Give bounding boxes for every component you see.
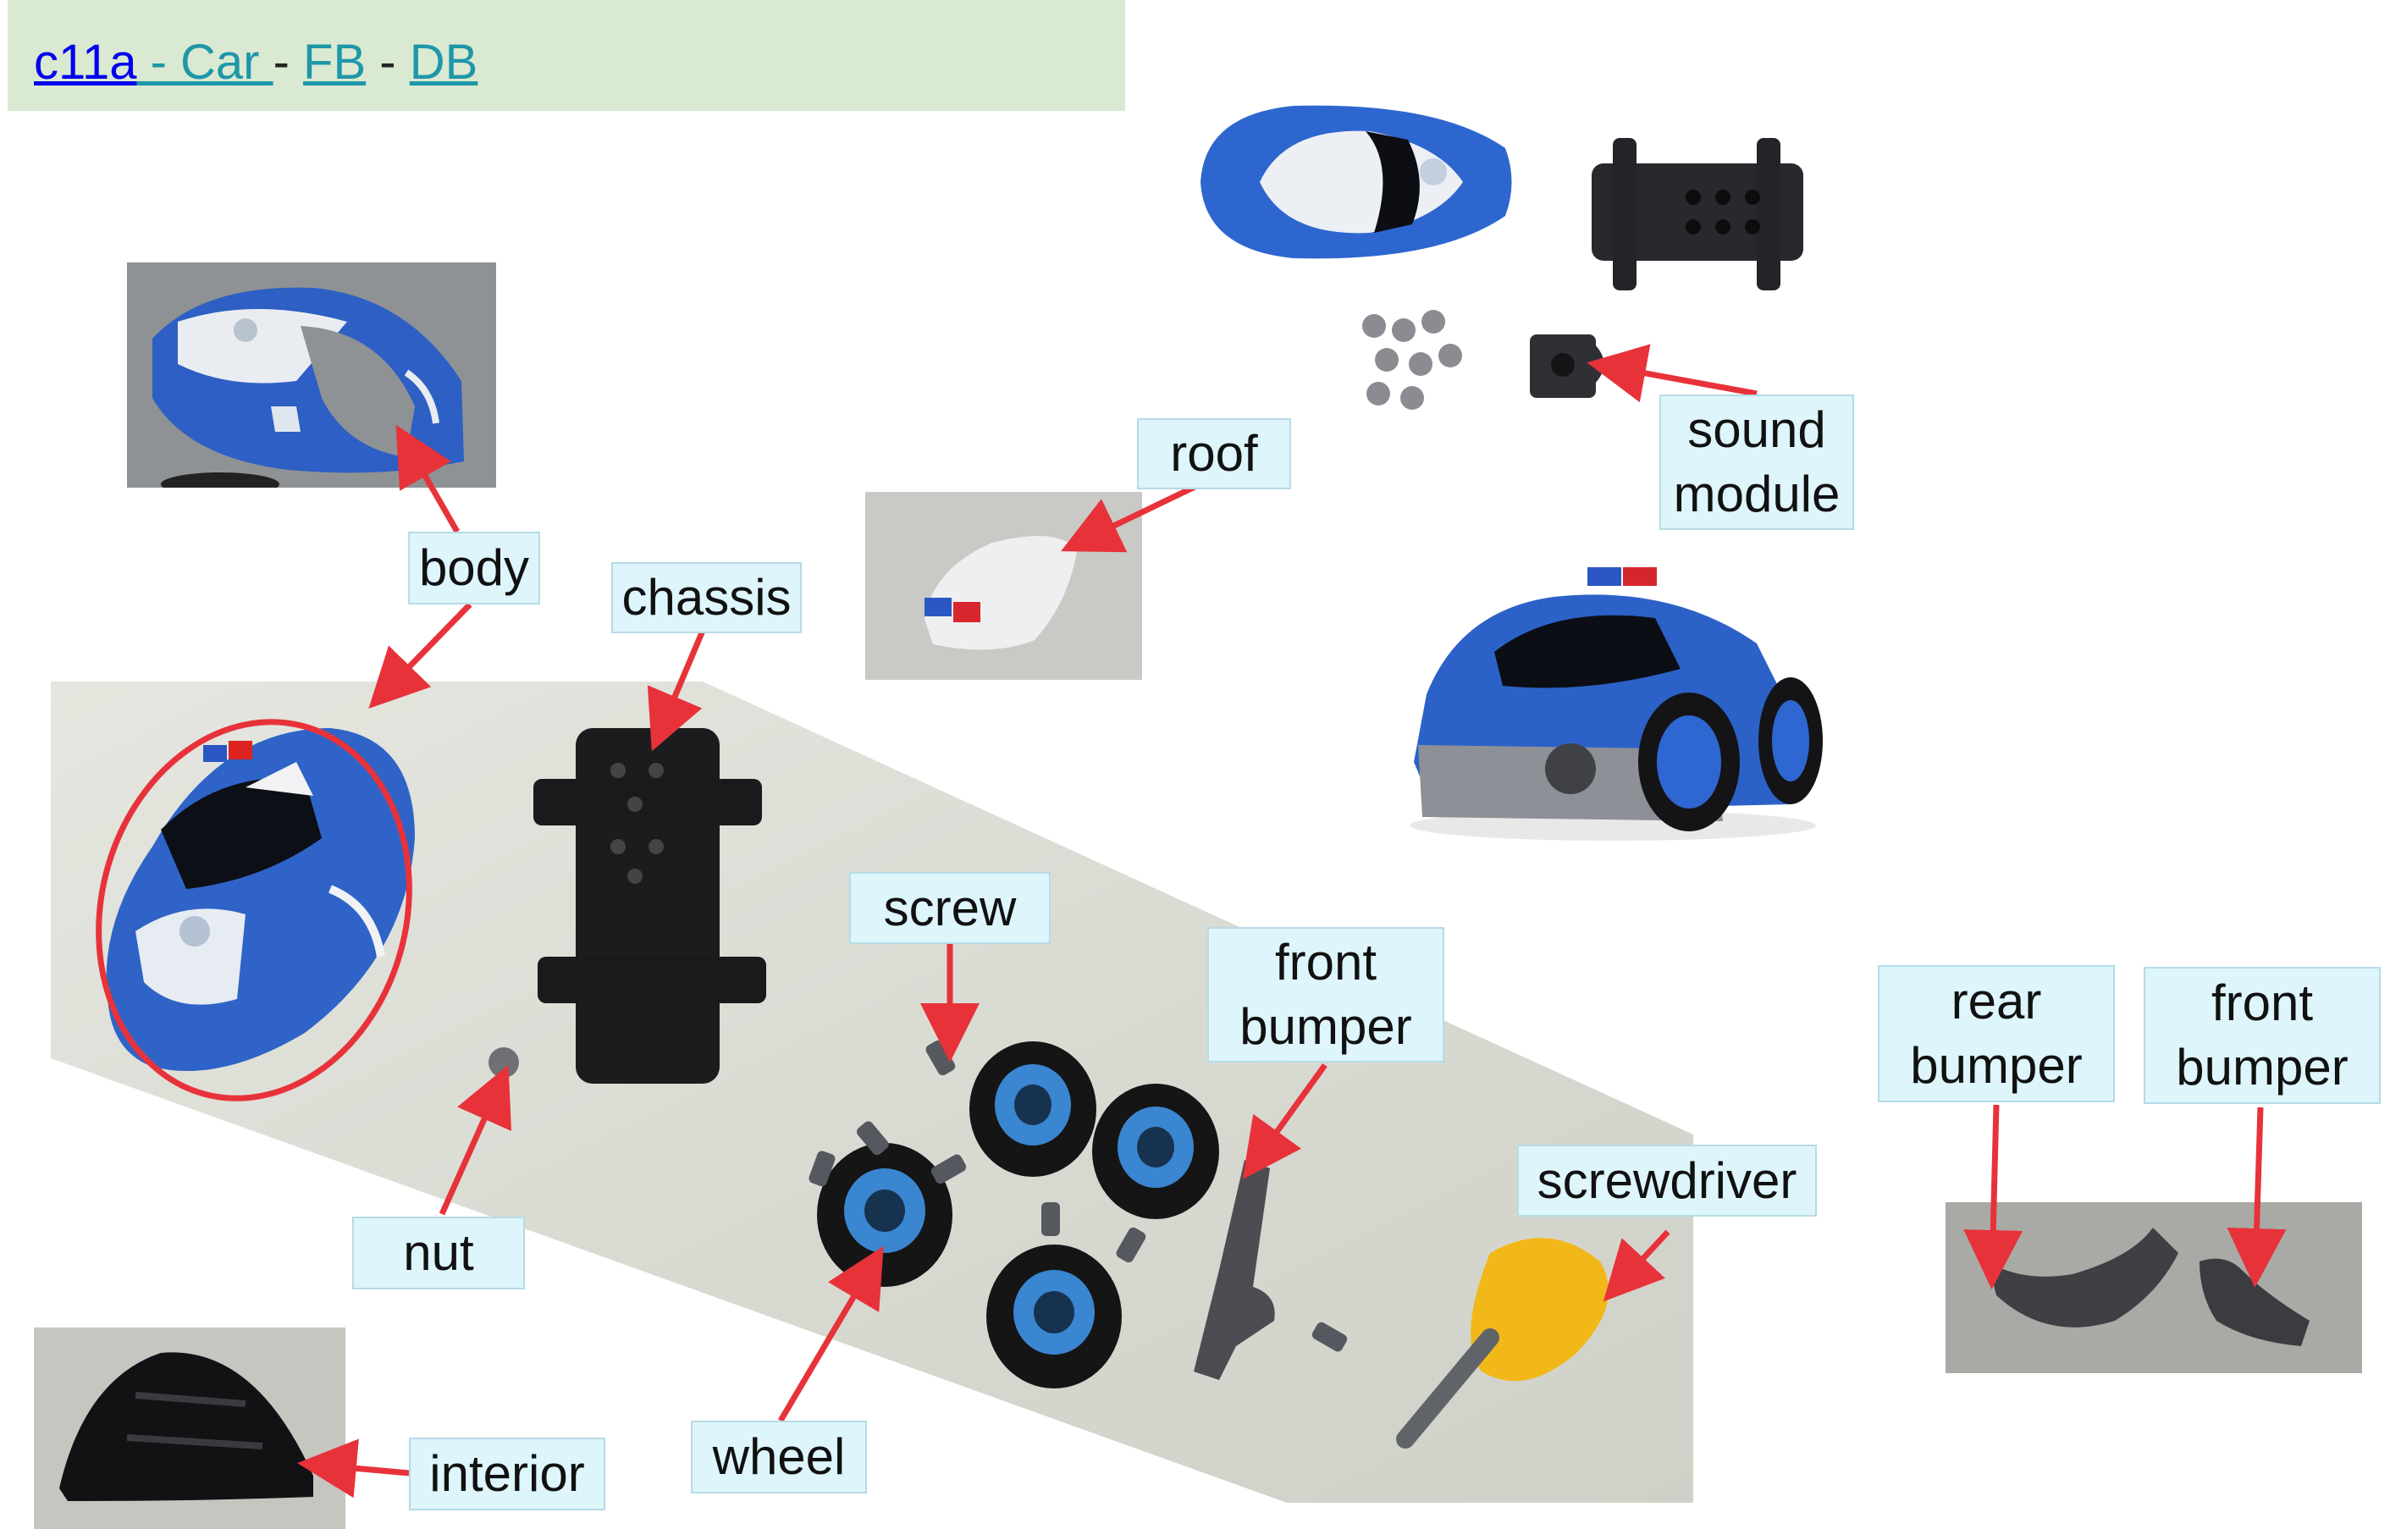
label-screw-text: screw (883, 879, 1017, 936)
label-sound-module-line2: module (1673, 466, 1841, 522)
body-highlight-ellipse (96, 719, 412, 1101)
label-body: body (408, 532, 540, 604)
separator: - (273, 35, 304, 90)
code-link[interactable]: c11a (34, 35, 137, 90)
screws-cluster-photo (1353, 305, 1471, 419)
screwdriver-image (1396, 1238, 1609, 1449)
assembled-car-photo (1401, 559, 1824, 847)
arrow-nut (439, 1064, 512, 1216)
label-front-bumper-line1: front (1274, 934, 1377, 991)
label-nut-text: nut (403, 1224, 474, 1281)
separator: - (366, 35, 410, 90)
label-roof-text: roof (1170, 425, 1258, 482)
parts-table-photo (51, 677, 1697, 1503)
arrow-sound-module (1587, 344, 1758, 403)
label-interior: interior (409, 1438, 605, 1510)
front-bumper-image (1194, 1160, 1275, 1380)
arrow-screwdriver (1603, 1229, 1670, 1302)
label-rear-bumper-line2: bumper (1910, 1037, 2083, 1094)
label-front-bumper: front bumper (1207, 927, 1444, 1063)
chassis-image (533, 728, 766, 1084)
label-chassis-text: chassis (621, 569, 792, 626)
arrow-front-bumper-2 (2227, 1107, 2287, 1288)
label-wheel: wheel (691, 1421, 867, 1493)
body-shell-photo (127, 262, 496, 488)
chassis-top-photo (1575, 134, 1819, 295)
label-wheel-text: wheel (712, 1428, 846, 1485)
fb-link[interactable]: FB (303, 35, 367, 90)
arrow-rear-bumper (1963, 1104, 2023, 1289)
label-rear-bumper: rear bumper (1878, 965, 2115, 1102)
screws-image (809, 1040, 1348, 1352)
body-car-image (106, 728, 416, 1071)
car-link[interactable]: - Car (136, 35, 273, 90)
label-chassis: chassis (611, 562, 802, 633)
db-link[interactable]: DB (409, 35, 478, 90)
label-rear-bumper-line1: rear (1951, 973, 2042, 1029)
car-top-view-photo (1184, 97, 1515, 267)
label-roof: roof (1137, 418, 1291, 489)
label-front-bumper-2-line2: bumper (2176, 1039, 2349, 1096)
label-screwdriver-text: screwdriver (1537, 1151, 1797, 1209)
label-nut: nut (352, 1217, 525, 1289)
arrow-chassis (647, 629, 706, 752)
label-screwdriver: screwdriver (1517, 1145, 1817, 1217)
wheels-image (817, 1041, 1219, 1388)
label-front-bumper-2-line1: front (2211, 974, 2314, 1031)
label-body-text: body (418, 539, 530, 596)
arrow-front-bumper (1242, 1063, 1327, 1180)
label-screw: screw (849, 872, 1051, 944)
label-sound-module: sound module (1659, 395, 1854, 530)
arrow-body-to-car (368, 602, 472, 709)
label-front-bumper-2: front bumper (2144, 967, 2381, 1104)
label-front-bumper-line2: bumper (1239, 998, 1412, 1055)
arrow-interior (297, 1438, 410, 1499)
label-interior-text: interior (429, 1445, 585, 1502)
header-bar (8, 0, 1125, 111)
interior-photo (34, 1327, 345, 1529)
label-sound-module-line1: sound (1687, 401, 1826, 458)
arrow-body-to-photo (395, 424, 461, 533)
breadcrumb: c11a - Car - FB - DB (34, 30, 477, 95)
arrow-wheel (777, 1245, 884, 1422)
